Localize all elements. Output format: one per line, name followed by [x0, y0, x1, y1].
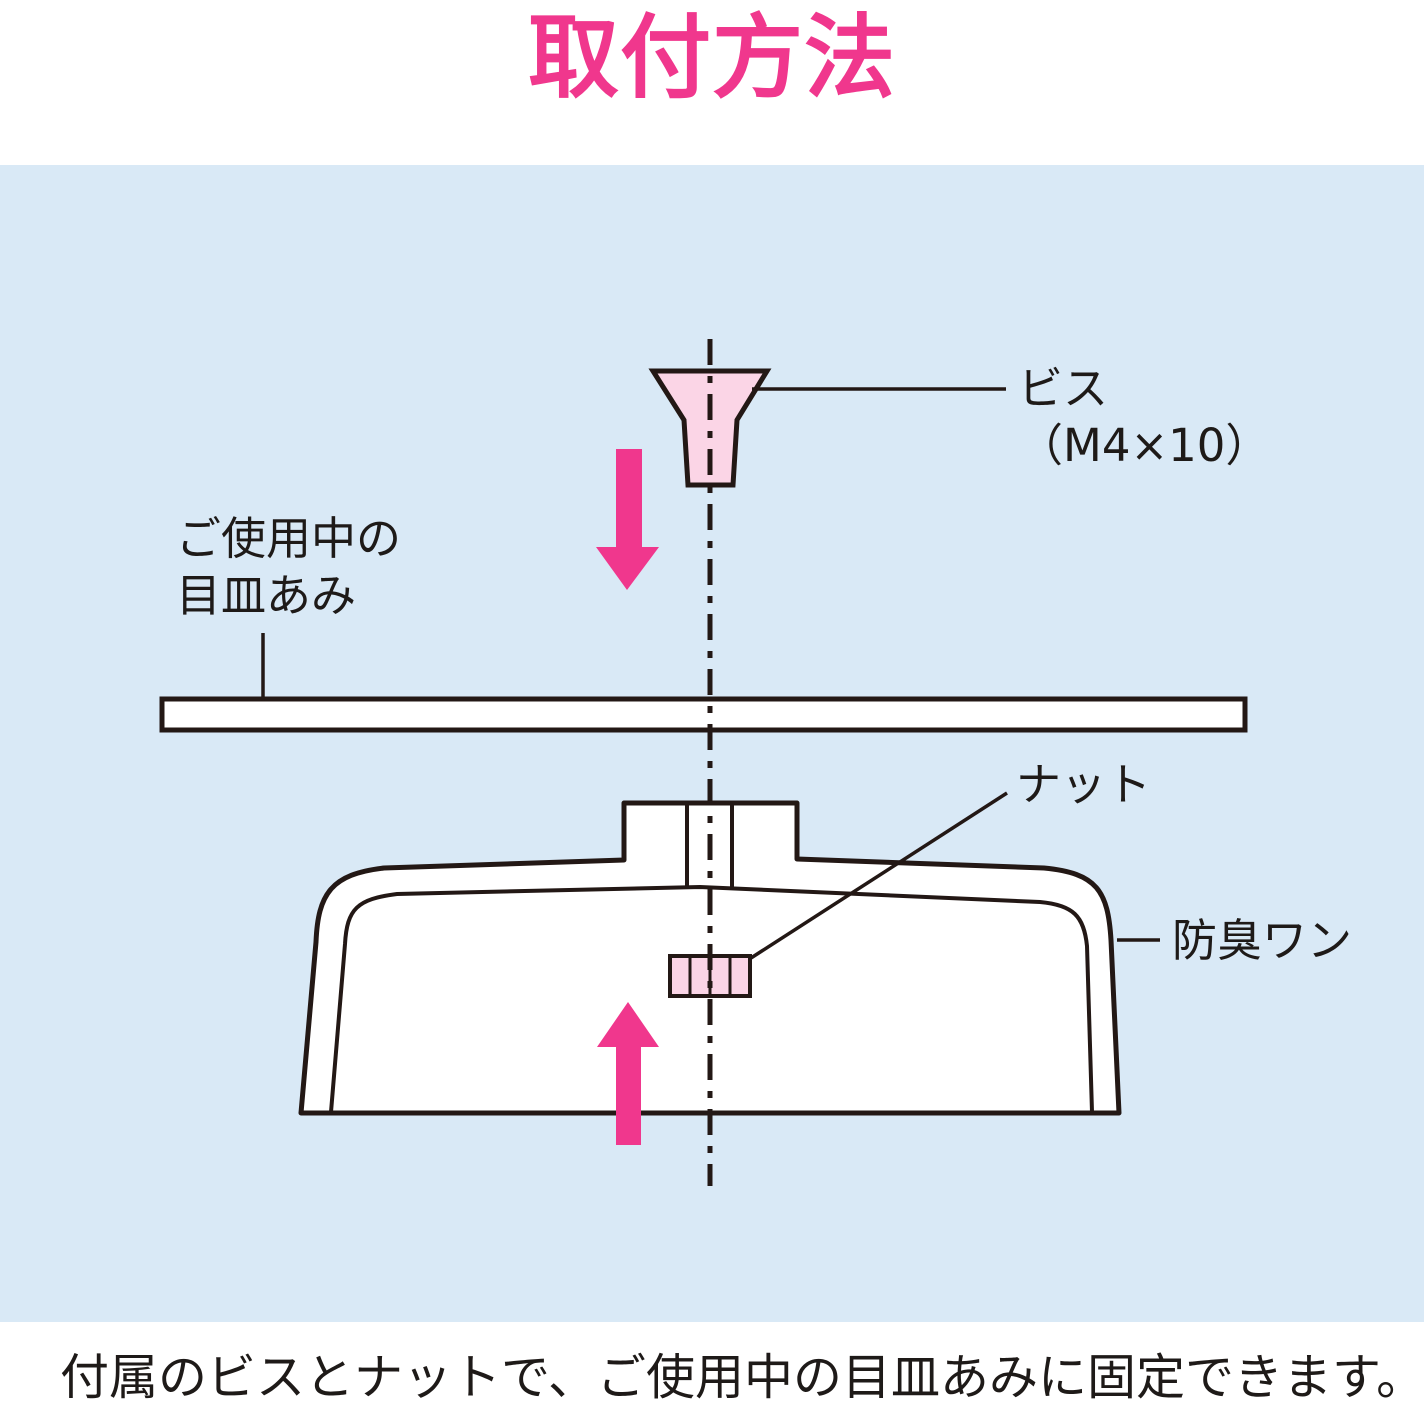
trap-label: 防臭ワン: [1172, 914, 1353, 967]
caption-text: 付属のビスとナットで、ご使用中の目皿あみに固定できます。: [60, 1349, 1424, 1406]
down-arrow-icon: [596, 449, 659, 590]
mesh-label-line1: ご使用中の: [176, 512, 402, 565]
mesh-plate: [159, 696, 1248, 733]
trap-bowl-inner: [329, 884, 1094, 1113]
screw-label: ビス （M4×10）: [1018, 360, 1270, 474]
screw-illustration: [648, 368, 772, 488]
up-arrow-icon: [597, 1002, 659, 1145]
screw-label-line2: （M4×10）: [1018, 419, 1271, 472]
screw-hole-walls: [685, 805, 734, 887]
nut-leader-line: [750, 791, 1008, 960]
page-title: 取付方法: [527, 6, 896, 111]
nut-label: ナット: [1016, 758, 1152, 811]
mesh-label: ご使用中の 目皿あみ: [176, 510, 401, 624]
mesh-label-line2: 目皿あみ: [176, 569, 357, 622]
screw-label-line1: ビス: [1018, 362, 1109, 415]
